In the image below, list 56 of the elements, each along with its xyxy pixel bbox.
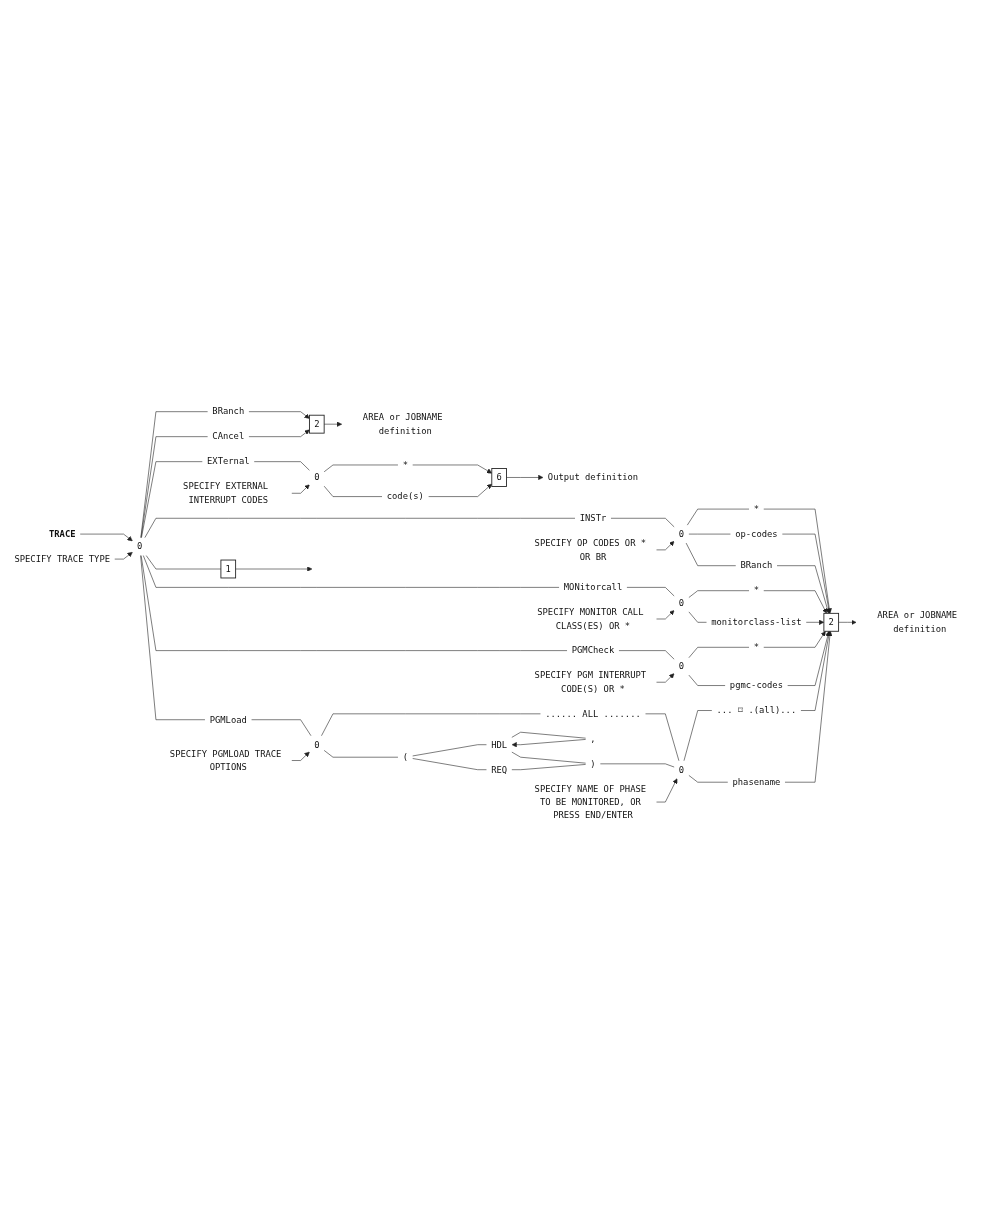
node-box: 6 <box>491 467 507 487</box>
connector <box>140 554 568 651</box>
node-text: AREA or JOBNAME definition <box>362 411 443 436</box>
node-text: BRanch <box>212 405 245 417</box>
node-text: 0 <box>137 540 143 552</box>
node-text: * <box>753 641 760 652</box>
connector <box>140 435 208 538</box>
node-text: BRanch <box>740 559 773 571</box>
node-text: PGMLoad <box>209 713 247 725</box>
node-text: REQ <box>491 763 508 775</box>
node-text: , <box>590 732 596 744</box>
node-text: SPECIFY PGM INTERRUPT CODE(S) OR * <box>534 669 647 694</box>
node-box: 2 <box>309 414 325 434</box>
node-text: SPECIFY MONITOR CALL CLASS(ES) OR * <box>537 606 644 631</box>
node-text: SPECIFY OP CODES OR * OR BR <box>534 537 647 562</box>
connector <box>140 554 206 720</box>
node-text: 0 <box>314 738 320 750</box>
node-text: SPECIFY NAME OF PHASE TO BE MONITORED, OR PRESS END/ENTER <box>534 782 647 820</box>
connector <box>141 460 203 538</box>
node-text: 0 <box>678 763 685 775</box>
node-text: 0 <box>678 660 685 672</box>
node-text: Output definition <box>547 471 639 483</box>
node-text: pgmc-codes <box>729 679 783 691</box>
node-text: 0 <box>678 528 685 539</box>
node-text: 0 <box>678 597 685 608</box>
node-text: ...... ALL ....... <box>545 707 641 719</box>
node-text: ) <box>590 757 596 769</box>
node-text: op-codes <box>735 528 778 539</box>
node-text: PGMCheck <box>571 644 615 656</box>
node-text: * <box>402 459 408 470</box>
node-text: ... ⌑ .(all)... <box>716 704 797 716</box>
node-text: * <box>753 584 760 596</box>
connector <box>645 713 680 761</box>
connector <box>145 554 222 569</box>
node-text: phasename <box>732 776 781 787</box>
node-text: SPECIFY PGMLOAD TRACE OPTIONS <box>169 747 282 772</box>
connector <box>323 485 383 497</box>
node-text: SPECIFY TRACE TYPE <box>14 553 111 564</box>
node-box: 1 <box>220 559 237 578</box>
node-text: EXTernal <box>207 455 250 467</box>
node-text: MONitorcall <box>563 581 623 593</box>
node-text: monitorclass-list <box>711 616 802 627</box>
node-text: AREA or JOBNAME definition <box>877 609 957 634</box>
node-box: 2 <box>823 612 840 632</box>
connector <box>143 554 560 588</box>
node-text: SPECIFY EXTERNAL INTERRUPT CODES <box>183 480 269 505</box>
node-text: * <box>753 503 760 514</box>
node-text: INSTr <box>579 512 607 523</box>
node-text: TRACE <box>48 528 76 539</box>
node-text: 0 <box>314 471 320 483</box>
connector <box>140 410 208 538</box>
node-text: code(s) <box>386 490 424 502</box>
node-text: CAncel <box>212 430 245 442</box>
node-text: HDL <box>491 738 508 750</box>
node-text: ( <box>402 751 408 762</box>
connector <box>683 709 713 761</box>
